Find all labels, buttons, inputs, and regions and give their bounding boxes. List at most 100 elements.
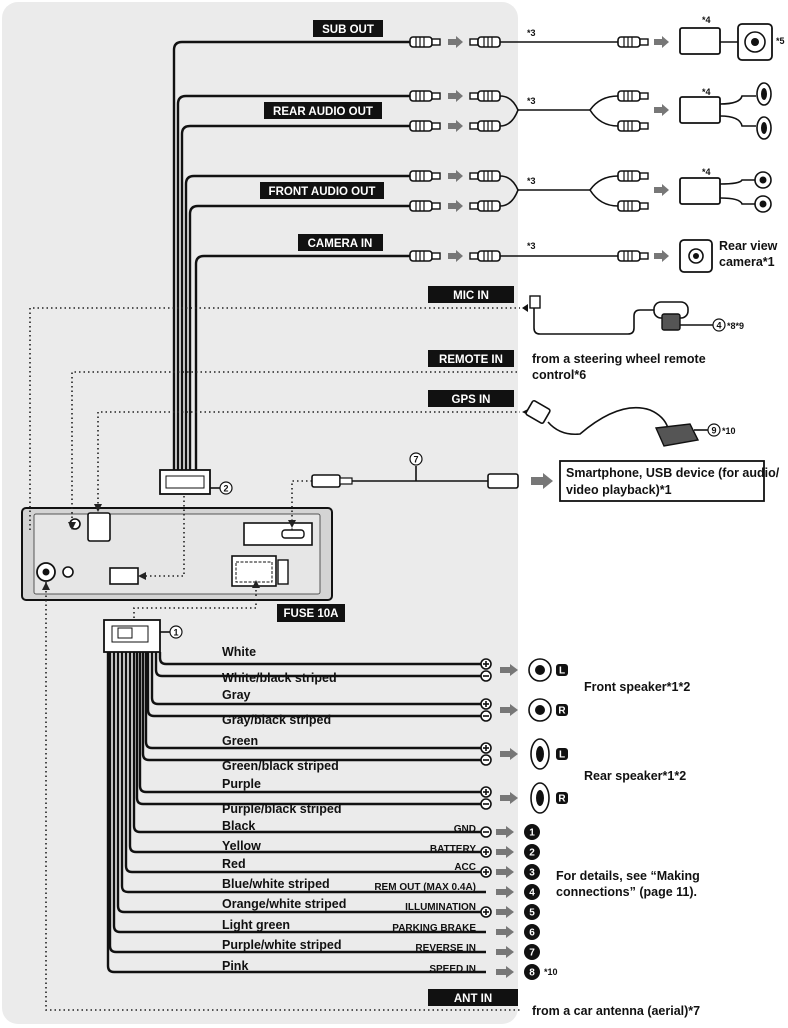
callout-2-num: 2 — [223, 484, 228, 494]
usb-device-label-1: Smartphone, USB device (for audio/ — [566, 466, 780, 480]
wire-color-label: Green — [222, 734, 258, 748]
left-badge — [556, 664, 568, 676]
wire-function-label: GND — [454, 824, 476, 835]
rear-camera-label-1: Rear view — [719, 239, 778, 253]
connection-number-badge — [524, 824, 540, 840]
wire-color-label: White — [222, 645, 256, 659]
callout-7-num: 7 — [413, 455, 418, 465]
camera-in-footnote: *3 — [527, 241, 536, 251]
sub-amp-footnote: *4 — [702, 15, 711, 25]
gps-in-label: GPS IN — [452, 394, 491, 406]
wire-function-label: SPEED IN — [429, 964, 476, 975]
front-speaker-label: Front speaker*1*2 — [584, 680, 690, 694]
connection-number-badge — [524, 924, 540, 940]
wire-color-label: Yellow — [222, 839, 261, 853]
front-audio-out-tag — [260, 182, 384, 199]
power-dotted — [133, 590, 257, 620]
usb-port — [243, 522, 313, 546]
arrow-icon — [496, 866, 514, 878]
connection-number-badge — [524, 944, 540, 960]
rear-audio-out-tag — [264, 102, 382, 119]
camera-in-tag — [298, 234, 383, 251]
sub-out-footnote: *3 — [527, 28, 536, 38]
rear-amp-footnote: *4 — [702, 87, 711, 97]
wire-11 — [120, 652, 486, 894]
front-audio-out-label: FRONT AUDIO OUT — [269, 186, 376, 198]
remote-label-1: from a steering wheel remote — [532, 352, 706, 366]
wire-13 — [112, 652, 486, 934]
wire-color-label: White/black striped — [222, 671, 337, 685]
connection-number: 7 — [529, 948, 535, 959]
wire-function-label: PARKING BRAKE — [392, 923, 476, 934]
arrow-icon — [496, 886, 514, 898]
right-badge — [556, 704, 568, 716]
power-connector — [103, 619, 161, 653]
wire-color-label: Purple/black striped — [222, 802, 341, 816]
arrow-icon — [500, 664, 518, 676]
mic-in-dotted — [29, 307, 520, 530]
connection-number-badge — [524, 884, 540, 900]
rear-audio-footnote: *3 — [527, 96, 536, 106]
usb-cable — [311, 473, 519, 489]
wire-9 — [128, 652, 486, 854]
rear-speaker-label: Rear speaker*1*2 — [584, 769, 686, 783]
callout-9 — [707, 423, 721, 437]
wire-color-label: Blue/white striped — [222, 877, 330, 891]
amplifier-icon — [679, 27, 721, 55]
wire-14 — [108, 652, 486, 954]
usb-device-box — [559, 460, 765, 502]
wire-4 — [144, 652, 486, 750]
connection-number: 3 — [529, 868, 535, 879]
wire-12 — [116, 652, 486, 914]
microphone — [522, 295, 689, 335]
rear-audio-out-label: REAR AUDIO OUT — [273, 106, 373, 118]
connection-number: 2 — [529, 848, 535, 859]
callout-4-mic — [712, 318, 726, 332]
connection-number: 8 — [529, 968, 535, 979]
front-audio-footnote: *3 — [527, 176, 536, 186]
speaker-side-label: L — [559, 750, 565, 761]
usb-device-label-2: video playback)*1 — [566, 483, 672, 497]
speaker-side-label: R — [558, 794, 566, 805]
wire-function-label: REM OUT (MAX 0.4A) — [374, 882, 476, 893]
mic-in-tag — [428, 286, 514, 303]
remote-label-2: control*6 — [532, 368, 586, 382]
gps-in-port — [62, 566, 74, 578]
connection-number: 1 — [529, 828, 535, 839]
arrow-icon — [500, 792, 518, 804]
details-label-2: connections” (page 11). — [556, 885, 697, 899]
fuse-label: FUSE 10A — [284, 608, 339, 620]
connection-number-badge — [524, 864, 540, 880]
wire-2 — [150, 652, 486, 706]
speaker-side-label: L — [559, 666, 565, 677]
wire-function-label: REVERSE IN — [415, 943, 476, 954]
connection-number: 6 — [529, 928, 535, 939]
wire-color-label: Purple — [222, 777, 261, 791]
arrow-icon — [496, 926, 514, 938]
wire-color-label: Red — [222, 857, 246, 871]
ant-in-label: ANT IN — [454, 993, 492, 1005]
front-audio-out-line — [409, 170, 772, 213]
ant-in-dotted — [45, 582, 520, 1011]
callout-1-num: 1 — [173, 628, 178, 638]
wire-function-label: ACC — [454, 862, 476, 873]
rear-audio-out-line — [409, 82, 772, 140]
speed-footnote: *10 — [544, 967, 558, 977]
arrow-icon — [500, 748, 518, 760]
top-cable-bundle — [159, 40, 410, 495]
arrow-icon — [496, 906, 514, 918]
wire-color-label: Pink — [222, 959, 248, 973]
wire-color-label: Orange/white striped — [222, 897, 346, 911]
remote-in-tag — [428, 350, 514, 367]
wire-color-label: Purple/white striped — [222, 938, 341, 952]
fuse-tag — [277, 604, 345, 622]
wire-color-label: Green/black striped — [222, 759, 339, 773]
wire-10 — [124, 652, 486, 874]
remote-in-label: REMOTE IN — [439, 354, 503, 366]
head-unit — [21, 507, 333, 601]
connection-number-badge — [524, 964, 540, 980]
callout-9-num: 9 — [711, 426, 716, 436]
wire-color-label: Black — [222, 819, 255, 833]
